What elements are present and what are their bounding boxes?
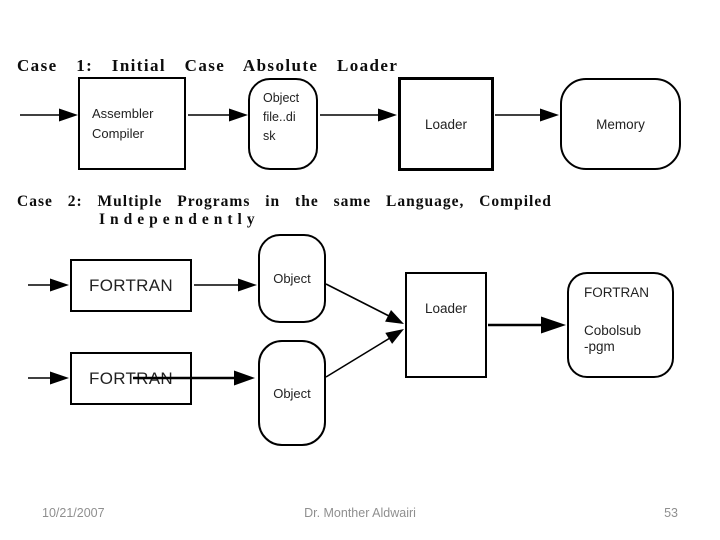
node-label: Loader	[424, 116, 468, 132]
node-label: Compiler	[92, 125, 145, 141]
node-label: FORTRAN	[89, 275, 173, 295]
arrow-fortran-top-to-object-top	[194, 278, 257, 292]
node-fortran-cobolsub-pgm: FORTRAN Cobolsub -pgm	[567, 272, 674, 378]
arrow-loader2-to-output	[488, 316, 566, 334]
arrow-object-top-to-loader2	[325, 283, 404, 324]
footer-date: 10/21/2007	[42, 506, 105, 520]
node-label: -pgm	[584, 339, 615, 354]
case2-title-line2: Independently	[99, 211, 260, 228]
spacer	[584, 301, 672, 323]
node-object-top: Object	[258, 234, 326, 323]
node-object-bottom: Object	[258, 340, 326, 446]
node-label: Assembler	[92, 105, 154, 121]
node-object-file-disk: Object file..di sk	[248, 78, 318, 170]
node-label: Object	[263, 91, 300, 105]
node-fortran-bottom: FORTRAN	[70, 352, 192, 405]
node-label: file..di	[263, 110, 296, 124]
node-label: Loader	[424, 301, 468, 316]
case2-title-line1: Case 2: Multiple Programs in the same La…	[17, 193, 552, 210]
node-fortran-top: FORTRAN	[70, 259, 192, 312]
arrow-input-to-fortran-bottom	[28, 371, 69, 385]
arrow-assembler-to-objectfile	[188, 108, 248, 122]
node-loader-case2: Loader	[405, 272, 487, 378]
arrow-objectfile-to-loader1	[320, 108, 397, 122]
arrow-loader1-to-memory	[495, 108, 559, 122]
node-label: FORTRAN	[584, 285, 650, 300]
node-label: Object	[273, 385, 311, 401]
node-memory: Memory	[560, 78, 681, 170]
node-label: Object	[273, 271, 311, 286]
node-label: Cobolsub	[584, 323, 642, 338]
node-label: Memory	[596, 116, 645, 132]
arrow-input-to-assembler	[20, 108, 78, 122]
node-assembler-compiler: Assembler Compiler	[78, 77, 186, 170]
footer-page-number: 53	[664, 506, 678, 520]
arrow-object-bottom-to-loader2	[325, 329, 404, 378]
node-loader-case1: Loader	[398, 77, 494, 171]
node-label: sk	[263, 129, 276, 143]
case1-title: Case 1: Initial Case Absolute Loader	[17, 56, 399, 75]
node-label: FORTRAN	[89, 368, 173, 388]
arrow-input-to-fortran-top	[28, 278, 69, 292]
footer-author: Dr. Monther Aldwairi	[304, 506, 416, 520]
